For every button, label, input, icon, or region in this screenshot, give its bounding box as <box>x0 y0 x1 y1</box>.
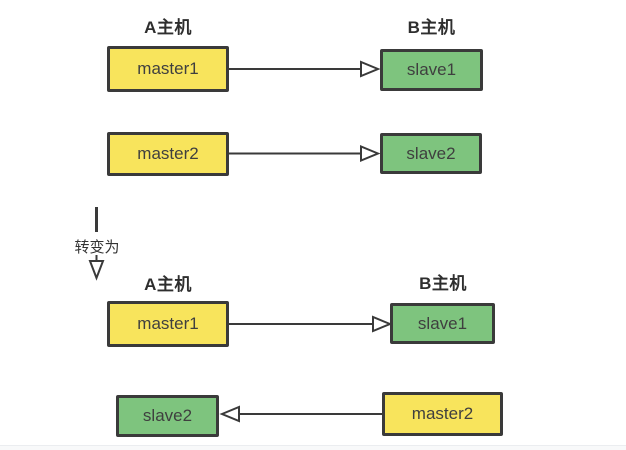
arrow-master1-slave1-after <box>229 315 393 333</box>
transition-arrow <box>88 207 105 281</box>
host-a-header-before: A主机 <box>144 18 192 37</box>
node-slave2-after: slave2 <box>116 395 219 437</box>
node-label: master1 <box>137 59 199 78</box>
node-slave1-after: slave1 <box>390 303 495 344</box>
node-label: slave1 <box>417 313 468 333</box>
node-slave1-before: slave1 <box>380 49 483 91</box>
node-label: master2 <box>411 404 474 423</box>
bottom-divider <box>0 445 626 450</box>
arrow-master2-slave2-before <box>229 145 381 162</box>
node-label: slave2 <box>406 143 456 163</box>
node-label: slave1 <box>406 60 457 79</box>
host-a-header-after: A主机 <box>144 275 192 294</box>
node-master1-before: master1 <box>107 46 229 92</box>
node-label: master2 <box>137 144 199 163</box>
node-master2-before: master2 <box>107 132 229 176</box>
node-slave2-before: slave2 <box>380 133 482 174</box>
arrow-master2-slave2-after <box>219 405 382 423</box>
node-label: slave2 <box>142 406 193 425</box>
host-b-header-before: B主机 <box>407 18 456 37</box>
node-master1-after: master1 <box>107 301 229 347</box>
node-label: master1 <box>137 314 199 333</box>
node-master2-after: master2 <box>382 392 503 436</box>
transition-label: 转变为 <box>74 239 120 256</box>
arrow-master1-slave1-before <box>229 60 381 78</box>
host-b-header-after: B主机 <box>419 274 467 293</box>
